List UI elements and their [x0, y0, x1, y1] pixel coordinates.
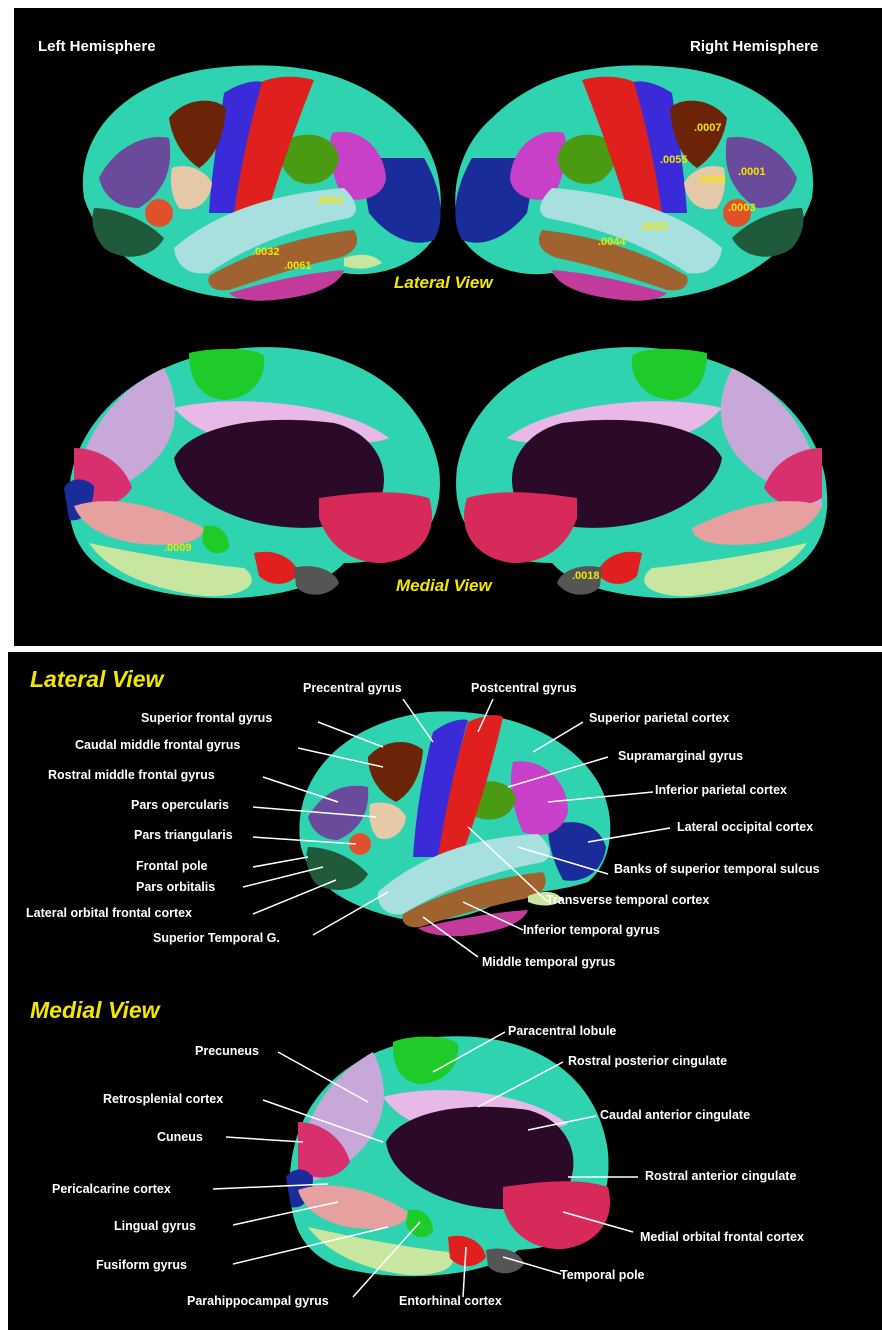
top-lateral-view-title: Lateral View [394, 273, 493, 293]
top-panel-brain-views: Left Hemisphere Right Hemisphere Lateral… [14, 8, 882, 646]
label-transverse-temporal-cortex: Transverse temporal cortex [546, 893, 709, 907]
bottom-panel-labeled-atlas: Lateral View Medial View Precentral gyru… [8, 652, 882, 1330]
label-entorhinal-cortex: Entorhinal cortex [399, 1294, 502, 1308]
value-left-middle-temporal-a: .0032 [252, 246, 280, 258]
label-lateral-orbital-frontal-cortex: Lateral orbital frontal cortex [26, 906, 192, 920]
label-inferior-temporal-gyrus: Inferior temporal gyrus [523, 923, 660, 937]
right-lateral-brain [455, 65, 813, 300]
label-lingual-gyrus: Lingual gyrus [114, 1219, 196, 1233]
label-rostral-middle-frontal-gyrus: Rostral middle frontal gyrus [48, 768, 215, 782]
top-brain-illustrations [14, 8, 882, 646]
label-superior-parietal-cortex: Superior parietal cortex [589, 711, 729, 725]
value-right-superior-temporal: .0023 [640, 221, 668, 233]
left-hemisphere-title: Left Hemisphere [38, 38, 156, 55]
label-caudal-middle-frontal-gyrus: Caudal middle frontal gyrus [75, 738, 240, 752]
label-middle-temporal-gyrus: Middle temporal gyrus [482, 955, 615, 969]
label-paracentral-lobule: Paracentral lobule [508, 1024, 616, 1038]
value-right-middle-temporal: .0044 [598, 236, 626, 248]
label-caudal-anterior-cingulate: Caudal anterior cingulate [600, 1108, 750, 1122]
value-right-medial: .0018 [572, 570, 600, 582]
label-superior-temporal-g: Superior Temporal G. [153, 931, 280, 945]
value-right-rostral-middle-frontal: .0001 [738, 166, 766, 178]
right-medial-brain [456, 347, 827, 598]
left-medial-brain [64, 347, 440, 598]
label-fusiform-gyrus: Fusiform gyrus [96, 1258, 187, 1272]
value-left-superior-temporal: .0002 [316, 195, 344, 207]
label-precuneus: Precuneus [195, 1044, 259, 1058]
label-lateral-occipital-cortex: Lateral occipital cortex [677, 820, 813, 834]
label-pericalcarine-cortex: Pericalcarine cortex [52, 1182, 171, 1196]
value-left-medial: .0009 [164, 542, 192, 554]
value-right-precentral: .0055 [660, 154, 688, 166]
value-left-middle-temporal-b: .0061 [284, 260, 312, 272]
left-lateral-brain [83, 65, 441, 300]
label-medial-orbital-frontal-cortex: Medial orbital frontal cortex [640, 1230, 804, 1244]
label-rostral-posterior-cingulate: Rostral posterior cingulate [568, 1054, 727, 1068]
label-precentral-gyrus: Precentral gyrus [303, 681, 402, 695]
label-cuneus: Cuneus [157, 1130, 203, 1144]
label-postcentral-gyrus: Postcentral gyrus [471, 681, 577, 695]
medial-view-heading: Medial View [30, 997, 160, 1024]
label-frontal-pole: Frontal pole [136, 859, 208, 873]
lateral-view-heading: Lateral View [30, 666, 163, 693]
value-right-pars-opercularis: .0080 [698, 174, 726, 186]
label-rostral-anterior-cingulate: Rostral anterior cingulate [645, 1169, 796, 1183]
label-temporal-pole: Temporal pole [560, 1268, 645, 1282]
label-retrosplenial-cortex: Retrosplenial cortex [103, 1092, 223, 1106]
label-banks-of-superior-temporal-sulcus: Banks of superior temporal sulcus [614, 862, 820, 876]
label-parahippocampal-gyrus: Parahippocampal gyrus [187, 1294, 329, 1308]
label-supramarginal-gyrus: Supramarginal gyrus [618, 749, 743, 763]
value-right-pars-triangularis: .0007 [694, 122, 722, 134]
label-superior-frontal-gyrus: Superior frontal gyrus [141, 711, 272, 725]
right-hemisphere-title: Right Hemisphere [690, 38, 818, 55]
label-pars-opercularis: Pars opercularis [131, 798, 229, 812]
value-right-pars-orbitalis: .0003 [728, 202, 756, 214]
label-inferior-parietal-cortex: Inferior parietal cortex [655, 783, 787, 797]
label-pars-orbitalis: Pars orbitalis [136, 880, 215, 894]
label-pars-triangularis: Pars triangularis [134, 828, 233, 842]
top-medial-view-title: Medial View [396, 576, 492, 596]
